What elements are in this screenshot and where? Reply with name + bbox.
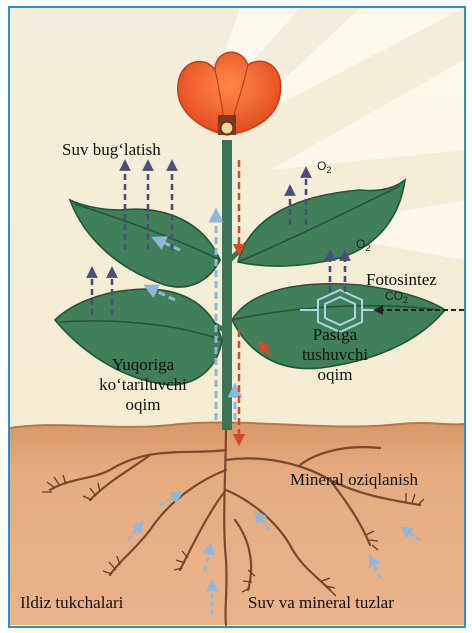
label-downward-flow: Pastga tushuvchi oqim [285,325,385,385]
label-upward-flow: Yuqoriga ko‘tariluvchi oqim [78,355,208,415]
downward-flow-line-2: tushuvchi [285,345,385,365]
downward-flow-line-1: Pastga [285,325,385,345]
upward-flow-line-3: oqim [78,395,208,415]
label-water-minerals: Suv va mineral tuzlar [248,593,394,613]
label-root-hairs: Ildiz tukchalari [20,593,123,613]
label-photosynthesis: Fotosintez [366,270,437,290]
upward-flow-line-1: Yuqoriga [78,355,208,375]
downward-flow-line-3: oqim [285,365,385,385]
label-transpiration: Suv bug‘latish [62,140,161,160]
label-mineral-nutrition: Mineral oziqlanish [290,470,418,490]
upward-flow-line-2: ko‘tariluvchi [78,375,208,395]
stem [222,140,232,430]
